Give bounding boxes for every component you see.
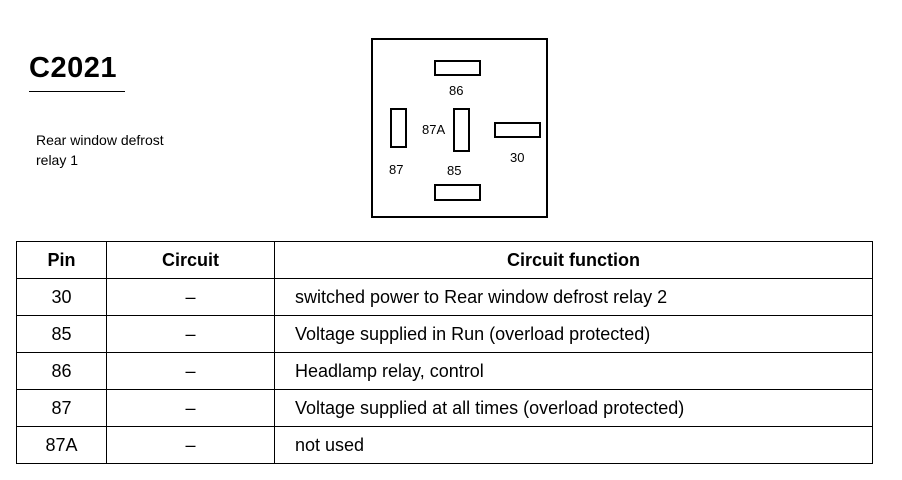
connector-pin-view: 86 87 87A 85 30 bbox=[371, 38, 548, 218]
header-pin: Pin bbox=[16, 241, 107, 279]
terminal-30 bbox=[494, 122, 541, 138]
pin-table: Pin Circuit Circuit function 30 – switch… bbox=[16, 241, 873, 464]
cell-pin: 87 bbox=[16, 389, 107, 427]
cell-pin: 87A bbox=[16, 426, 107, 464]
terminal-85 bbox=[453, 108, 470, 152]
connector-id-underline bbox=[29, 91, 125, 92]
table-row: 85 – Voltage supplied in Run (overload p… bbox=[16, 315, 873, 353]
terminal-87 bbox=[390, 108, 407, 148]
table-row: 87 – Voltage supplied at all times (over… bbox=[16, 389, 873, 427]
table-row: 86 – Headlamp relay, control bbox=[16, 352, 873, 390]
cell-circuit: – bbox=[106, 426, 275, 464]
connector-id: C2021 bbox=[29, 52, 117, 84]
cell-circuit-function: Voltage supplied at all times (overload … bbox=[274, 389, 873, 427]
table-header-row: Pin Circuit Circuit function bbox=[16, 241, 873, 279]
cell-circuit-function: switched power to Rear window defrost re… bbox=[274, 278, 873, 316]
cell-circuit: – bbox=[106, 278, 275, 316]
cell-circuit-function: Headlamp relay, control bbox=[274, 352, 873, 390]
pin-label-30: 30 bbox=[510, 150, 525, 165]
pin-label-86: 86 bbox=[449, 83, 464, 98]
cell-circuit-function: not used bbox=[274, 426, 873, 464]
cell-pin: 30 bbox=[16, 278, 107, 316]
cell-circuit: – bbox=[106, 389, 275, 427]
header-circuit: Circuit bbox=[106, 241, 275, 279]
cell-circuit-function: Voltage supplied in Run (overload protec… bbox=[274, 315, 873, 353]
table-row: 87A – not used bbox=[16, 426, 873, 464]
connector-description-line: relay 1 bbox=[36, 152, 79, 168]
cell-circuit: – bbox=[106, 315, 275, 353]
table-row: 30 – switched power to Rear window defro… bbox=[16, 278, 873, 316]
connector-description-line: Rear window defrost bbox=[36, 132, 164, 148]
cell-circuit: – bbox=[106, 352, 275, 390]
terminal-86 bbox=[434, 60, 481, 76]
connector-description: Rear window defrost relay 1 bbox=[36, 130, 164, 170]
cell-pin: 86 bbox=[16, 352, 107, 390]
pin-label-85: 85 bbox=[447, 163, 462, 178]
cell-pin: 85 bbox=[16, 315, 107, 353]
pin-label-87A: 87A bbox=[422, 122, 446, 137]
terminal-bottom bbox=[434, 184, 481, 201]
header-circuit-function: Circuit function bbox=[274, 241, 873, 279]
pin-label-87: 87 bbox=[389, 162, 404, 177]
